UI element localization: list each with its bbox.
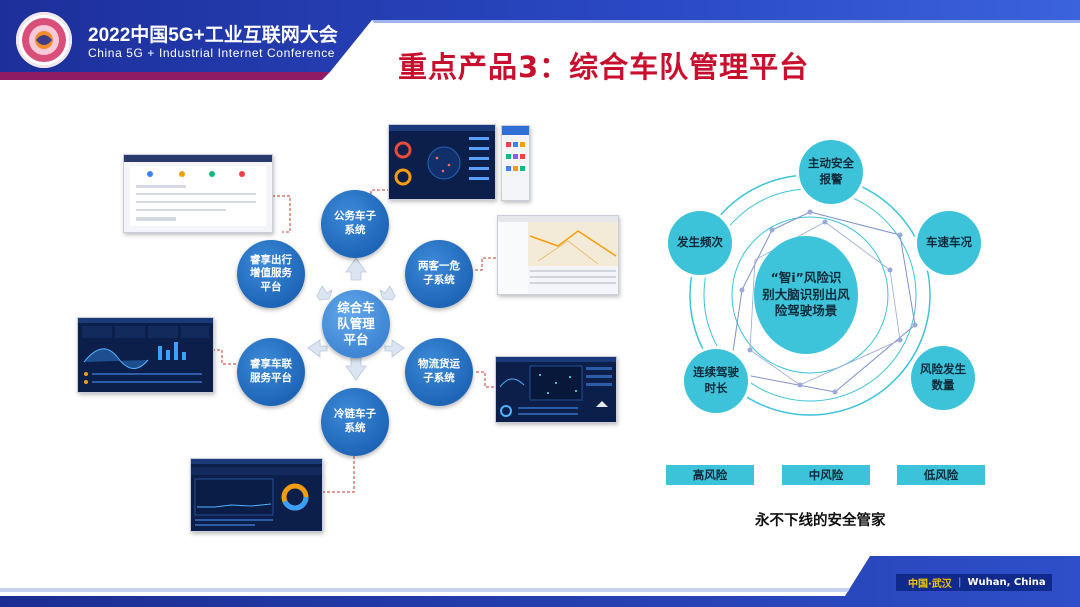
screenshot-dashboard-light [123, 154, 273, 233]
arrow-right-icon [384, 339, 405, 358]
footer-location-cn: 中国·武汉 [908, 579, 952, 590]
risk-level-high: 高风险 [666, 465, 754, 485]
screenshot-car-network-service [77, 317, 214, 393]
arrow-down-icon [345, 357, 367, 381]
screenshot-official-car-system [388, 124, 496, 200]
center-bubble-fleet-platform: 综合车 队管理 平台 [322, 290, 390, 358]
footer-band [0, 556, 1080, 607]
bubble-travel-value-added-service: 睿享出行 增值服务 平台 [237, 240, 305, 308]
conference-logo [16, 12, 72, 68]
connector-line [322, 456, 355, 493]
risk-node-continuous-driving: 连续驾驶 时长 [684, 349, 748, 413]
dark-report-thumbnail [191, 459, 322, 526]
bubble-logistics-system: 物流货运 子系统 [405, 338, 473, 406]
connector-line [370, 189, 388, 194]
mobile-thumbnail [502, 126, 529, 171]
conference-name-cn: 2022中国5G+工业互联网大会 [88, 25, 338, 46]
conference-name-en: China 5G + Industrial Internet Conferenc… [88, 46, 336, 60]
dark-monitor-thumbnail [496, 357, 616, 417]
risk-level-medium: 中风险 [782, 465, 870, 485]
bubble-cold-chain-system: 冷链车子 系统 [321, 388, 389, 456]
connector-line [476, 371, 495, 388]
connector-line [212, 349, 236, 365]
page-title: 重点产品3：综合车队管理平台 [398, 50, 810, 84]
risk-level-low: 低风险 [897, 465, 985, 485]
arrow-up-right-icon [379, 285, 396, 301]
dashboard-thumbnail [124, 155, 272, 226]
screenshot-hazardous-transport-map [497, 215, 619, 295]
risk-node-risk-count: 风险发生 数量 [911, 346, 975, 410]
bubble-car-network-service: 睿享车联 服务平台 [237, 338, 305, 406]
bubble-official-car-system: 公务车子 系统 [321, 190, 389, 258]
risk-node-speed-condition: 车速车况 [917, 211, 981, 275]
risk-node-frequency: 发生频次 [668, 211, 732, 275]
screenshot-cold-chain-system [190, 458, 323, 532]
header-banner [0, 0, 1080, 80]
arrow-left-icon [307, 339, 328, 358]
dark-analytics-thumbnail [78, 318, 213, 384]
risk-node-active-safety-alarm: 主动安全 报警 [799, 140, 863, 204]
map-thumbnail [498, 216, 618, 294]
risk-brain-center: “智i”风险识 别大脑识别出风 险驾驶场景 [754, 236, 858, 354]
screenshot-mobile-app [501, 125, 530, 201]
footer-location: 中国·武汉 | Wuhan, China [896, 574, 1052, 591]
arrow-up-left-icon [316, 285, 333, 301]
flower-emblem-icon [22, 18, 66, 62]
slogan-text: 永不下线的安全管家 [755, 513, 886, 529]
arrow-up-icon [345, 257, 367, 281]
footer-separator: | [957, 577, 962, 588]
connector-line [272, 195, 291, 233]
dark-dashboard-thumbnail [389, 125, 495, 186]
screenshot-logistics-system [495, 356, 617, 423]
bubble-hazardous-transport-system: 两客一危 子系统 [405, 240, 473, 308]
footer-location-en: Wuhan, China [967, 577, 1046, 588]
